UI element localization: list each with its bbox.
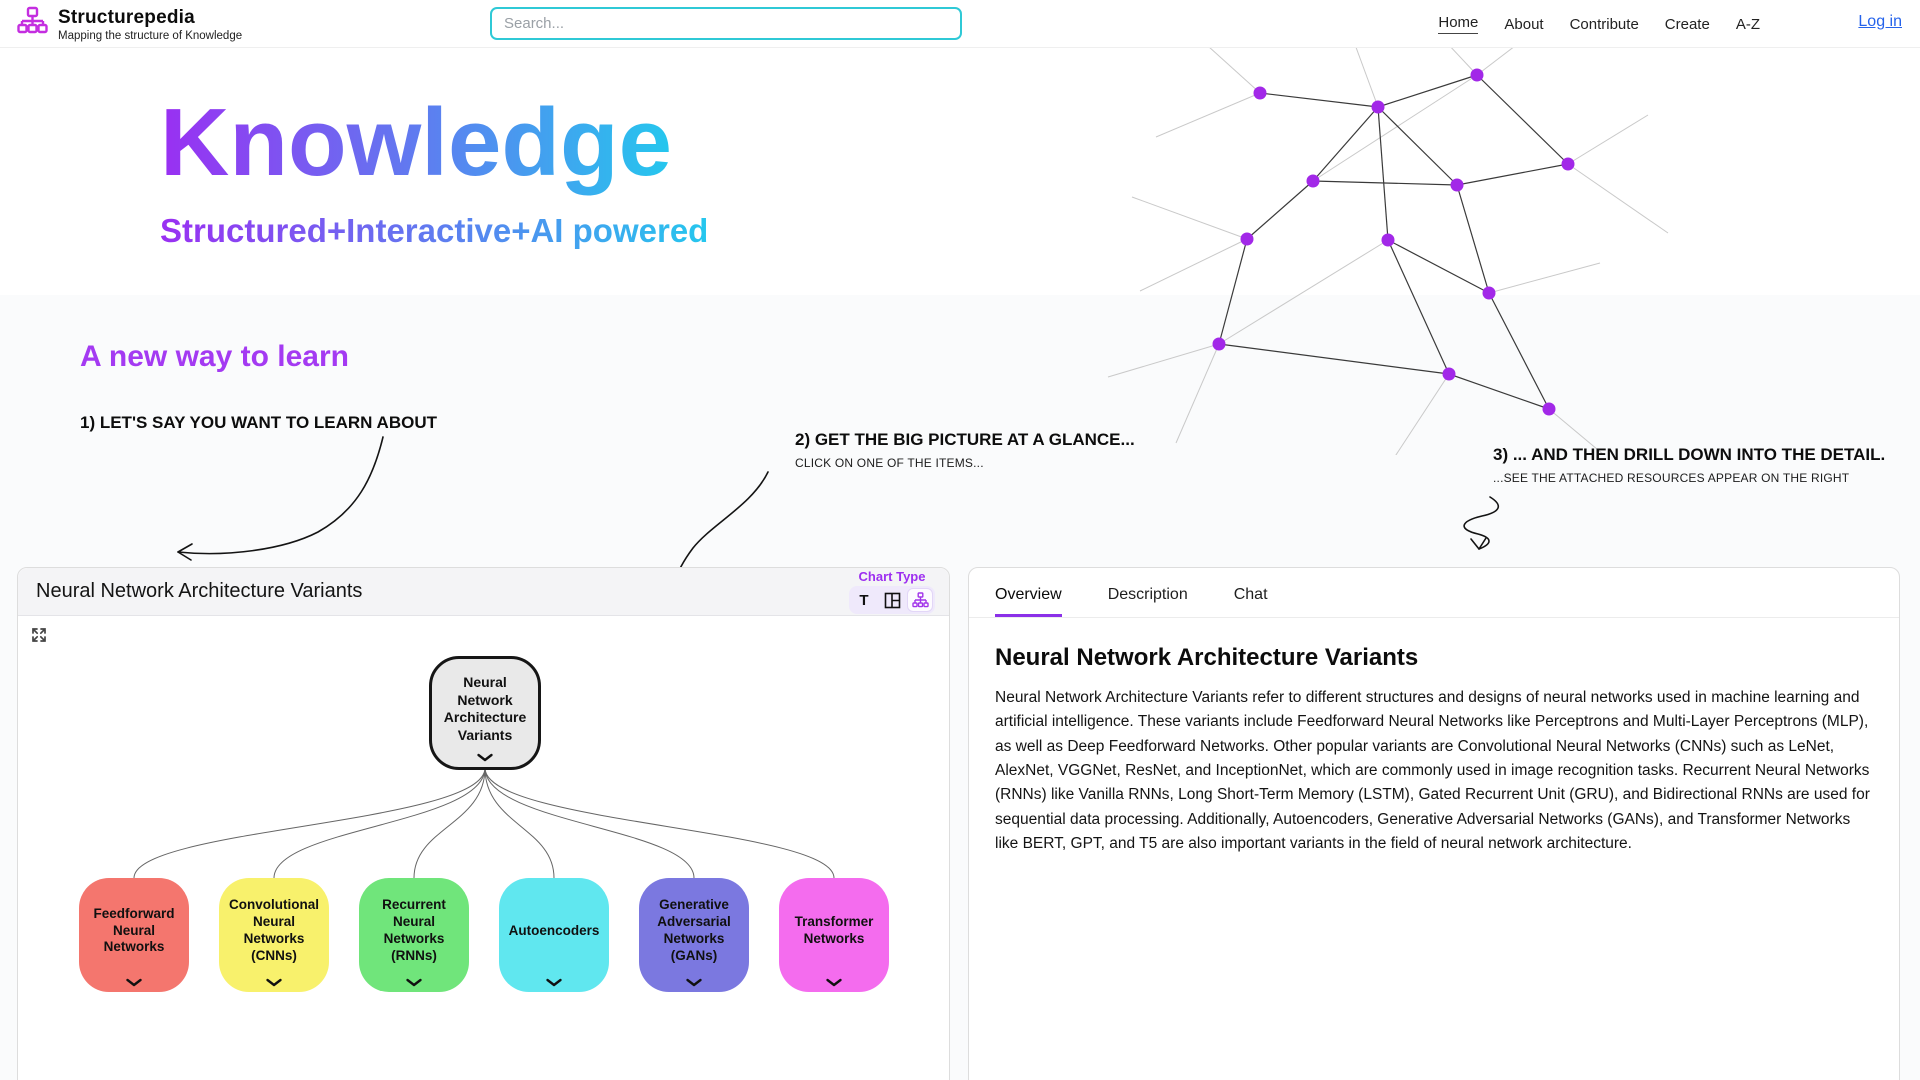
detail-body-text: Neural Network Architecture Variants ref… (995, 689, 1870, 852)
step-1-title: 1) LET'S SAY YOU WANT TO LEARN ABOUT (80, 413, 437, 432)
tab-chat[interactable]: Chat (1233, 586, 1268, 603)
chevron-down-icon (477, 753, 494, 762)
step-3-title: 3) ... AND THEN DRILL DOWN INTO THE DETA… (1493, 445, 1886, 464)
nav-a-z[interactable]: A-Z (1735, 15, 1760, 33)
hierarchy-diagram: Neural Network Architecture Variants Fee… (18, 616, 949, 1080)
chevron-down-icon (686, 978, 703, 987)
nav-contribute[interactable]: Contribute (1569, 15, 1639, 33)
diagram-node-rnn[interactable]: Recurrent Neural Networks (RNNs) (359, 878, 469, 992)
node-label: Autoencoders (508, 922, 600, 938)
diagram-panel-title: Neural Network Architecture Variants (36, 580, 363, 602)
hierarchy-icon (911, 591, 929, 607)
chart-type-treemap-button[interactable] (879, 588, 905, 612)
learn-heading: A new way to learn (80, 340, 349, 373)
diagram-node-cnn[interactable]: Convolutional Neural Networks (CNNs) (219, 878, 329, 992)
diagram-node-feedforward[interactable]: Feedforward Neural Networks (79, 878, 189, 992)
step-2: 2) GET THE BIG PICTURE AT A GLANCE... CL… (795, 430, 1135, 470)
node-label: Recurrent Neural Networks (RNNs) (382, 897, 446, 963)
root-node-label: Neural Network Architecture Variants (443, 674, 527, 743)
tab-description[interactable]: Description (1107, 586, 1188, 603)
top-header: Structurepedia Mapping the structure of … (0, 0, 1920, 48)
diagram-panel: Neural Network Architecture Variants Cha… (17, 567, 950, 1080)
diagram-node-transformer[interactable]: Transformer Networks (779, 878, 889, 992)
diagram-node-autoencoders[interactable]: Autoencoders (499, 878, 609, 992)
chevron-down-icon (126, 978, 143, 987)
site-title: Structurepedia (58, 7, 195, 28)
chart-type-buttons: T (849, 586, 935, 614)
chart-type-text-button[interactable]: T (859, 591, 869, 609)
tab-overview[interactable]: Overview (995, 586, 1062, 617)
step-1: 1) LET'S SAY YOU WANT TO LEARN ABOUT (80, 413, 437, 433)
node-label: Transformer Networks (794, 914, 874, 946)
hero-section (0, 48, 1920, 295)
brand[interactable]: Structurepedia Mapping the structure of … (16, 6, 242, 43)
step-2-note: CLICK ON ONE OF THE ITEMS... (795, 456, 984, 470)
diagram-node-gan[interactable]: Generative Adversarial Networks (GANs) (639, 878, 749, 992)
diagram-edges (133, 767, 835, 879)
step-3-note: ...SEE THE ATTACHED RESOURCES APPEAR ON … (1493, 471, 1850, 485)
org-chart-logo-icon (16, 6, 48, 43)
chart-type-label: Chart Type (858, 569, 926, 584)
detail-title: Neural Network Architecture Variants (995, 644, 1419, 671)
diagram-root-node[interactable]: Neural Network Architecture Variants (429, 656, 541, 770)
knowledge-network-graphic (1107, 45, 1669, 455)
node-label: Feedforward Neural Networks (93, 905, 175, 955)
nav-home[interactable]: Home (1438, 14, 1479, 34)
diagram-panel-header: Neural Network Architecture Variants Cha… (18, 568, 949, 616)
site-tagline: Mapping the structure of Knowledge (58, 30, 243, 42)
step-3: 3) ... AND THEN DRILL DOWN INTO THE DETA… (1493, 445, 1885, 485)
hero-subtitle: Structured+Interactive+AI powered (160, 212, 709, 249)
chevron-down-icon (406, 978, 423, 987)
login-link[interactable]: Log in (1858, 13, 1902, 30)
main-nav: Home About Contribute Create A-Z (1438, 0, 1760, 48)
chevron-down-icon (546, 978, 563, 987)
search-input[interactable] (490, 7, 962, 40)
chevron-down-icon (826, 978, 843, 987)
detail-panel: Overview Description Chat Neural Network… (968, 567, 1900, 1080)
chevron-down-icon (266, 978, 283, 987)
detail-tabs: Overview Description Chat (969, 568, 1899, 618)
step-2-title: 2) GET THE BIG PICTURE AT A GLANCE... (795, 430, 1135, 449)
node-label: Generative Adversarial Networks (GANs) (657, 897, 731, 963)
nav-create[interactable]: Create (1664, 15, 1710, 33)
nav-about[interactable]: About (1504, 15, 1544, 33)
node-label: Convolutional Neural Networks (CNNs) (229, 897, 319, 963)
treemap-icon (884, 592, 900, 608)
chart-type-hierarchy-button[interactable] (907, 588, 933, 612)
expand-fullscreen-icon[interactable] (30, 626, 48, 649)
hero-title: Knowledge (160, 89, 673, 196)
